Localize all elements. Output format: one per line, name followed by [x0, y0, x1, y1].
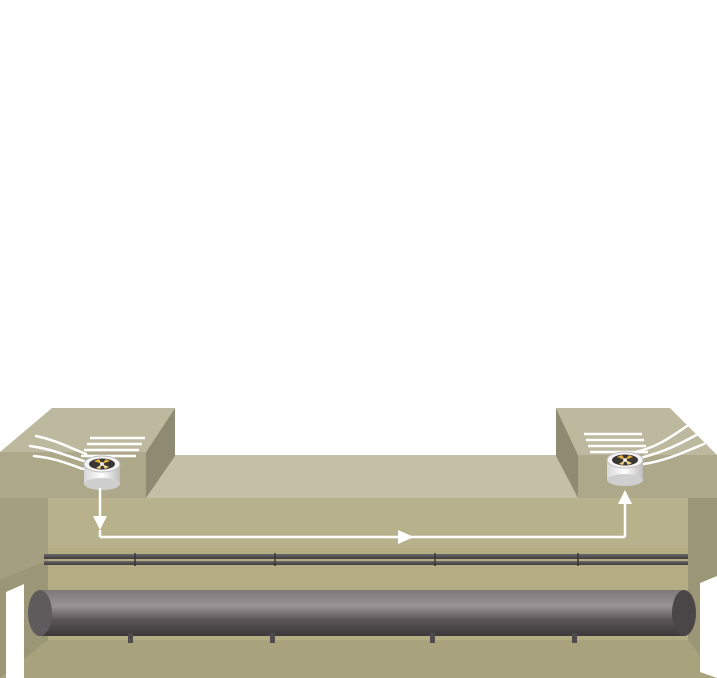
arrow-heads: [93, 490, 632, 544]
tunnel-cutaway: [0, 498, 717, 678]
exhaust-shaft: [556, 408, 717, 498]
exhaust-air-streams: [634, 422, 706, 466]
left-doorway: [6, 584, 24, 678]
fan-icon: [83, 455, 121, 490]
fan-icon: [606, 451, 644, 486]
surface-deck: [10, 455, 700, 498]
rail-track: [44, 553, 688, 566]
right-doorway: [700, 576, 717, 678]
intake-air-streams: [28, 434, 88, 471]
pipe: [28, 590, 696, 643]
intake-louvre: [81, 436, 145, 458]
